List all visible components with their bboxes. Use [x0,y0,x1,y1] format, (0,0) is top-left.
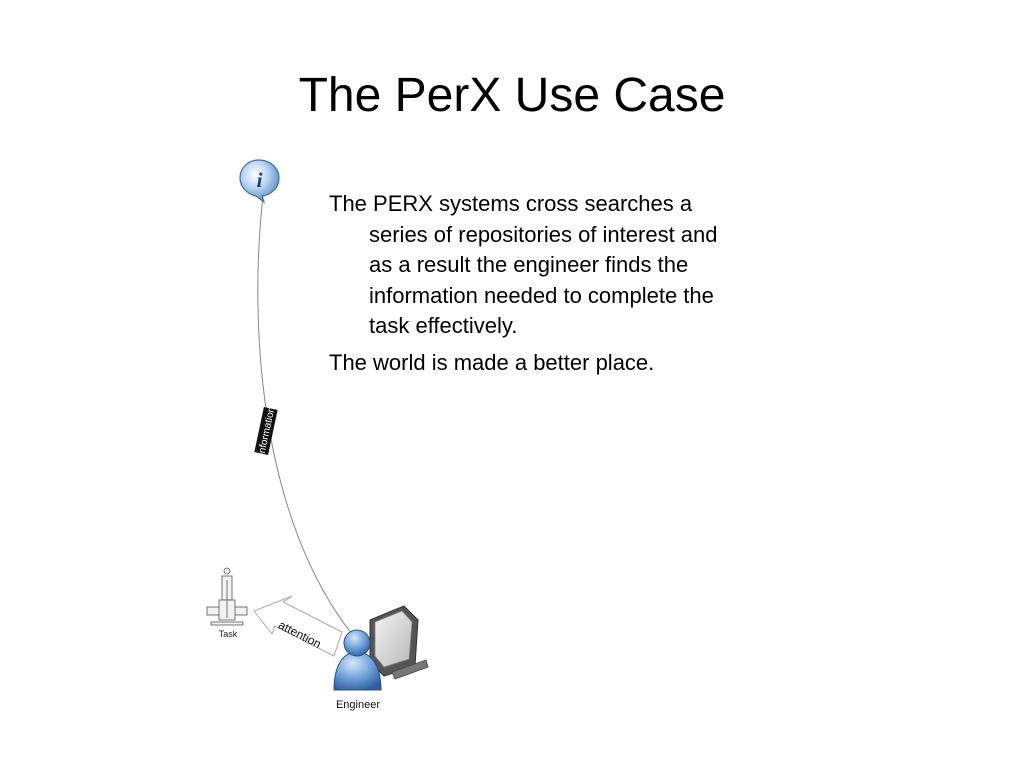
information-edge-label: information [254,406,278,457]
info-icon-glyph: i [257,168,263,192]
attention-edge: attention [253,595,343,657]
engineer-label: Engineer [336,699,380,711]
engineer-person-icon [333,629,382,691]
slide-title: The PerX Use Case [298,69,726,122]
bullet-item: The world is made a better place. [329,349,655,375]
task-icon [206,567,248,626]
computer-monitor-icon [369,605,429,680]
info-icon: i [239,159,280,204]
slide-bullets: The PERX systems cross searches a series… [329,189,719,384]
bullet-item: The PERX systems cross searches a series… [329,191,718,338]
task-label: Task [219,629,238,639]
